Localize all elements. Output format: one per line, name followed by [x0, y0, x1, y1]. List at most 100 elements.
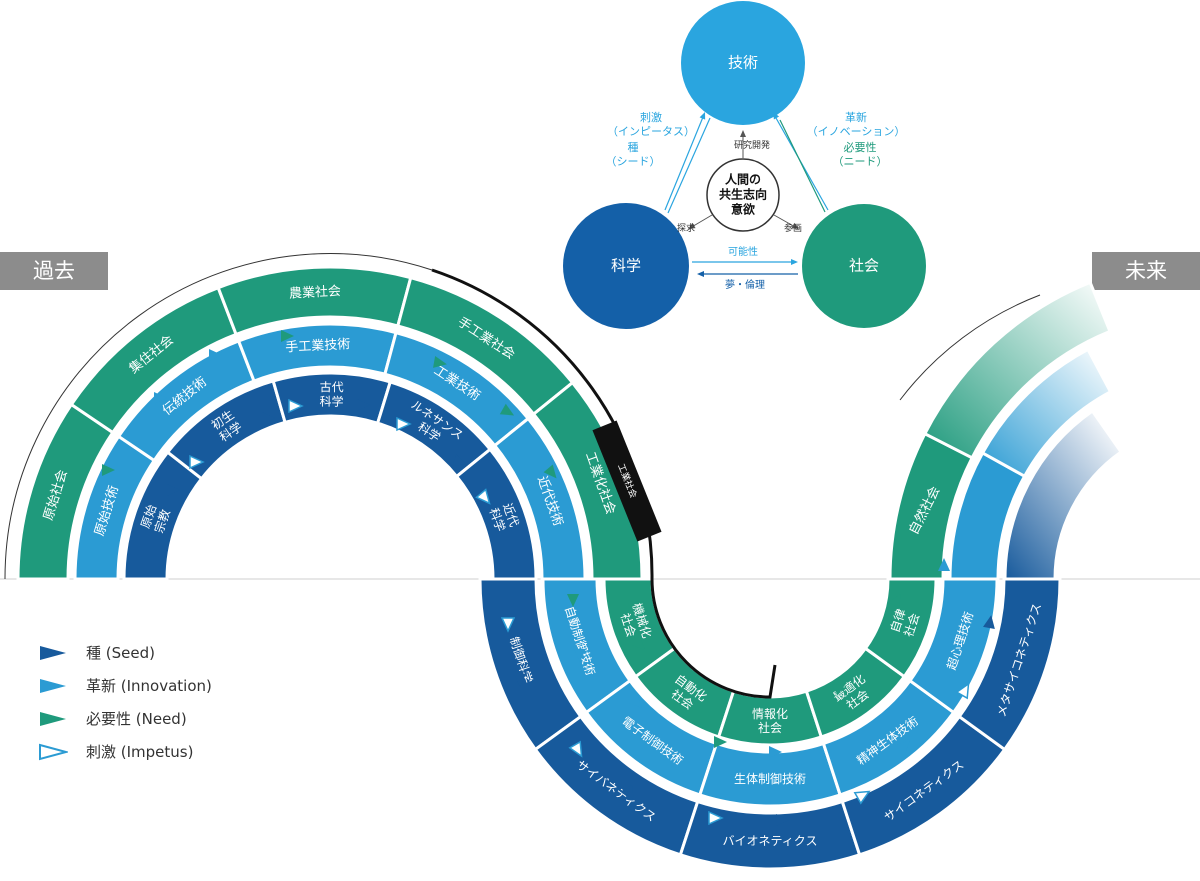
need-label: （ニード）	[833, 155, 888, 168]
arrow-head-icon	[791, 222, 799, 229]
flow-arrow-icon	[167, 484, 180, 496]
flow-arrow-icon	[574, 649, 586, 662]
flow-arrow-icon	[938, 558, 950, 571]
possibility-label: 可能性	[728, 245, 758, 258]
fade-science	[1005, 411, 1122, 579]
flow-arrow-icon	[896, 740, 910, 754]
flow-arrow-icon	[154, 392, 167, 404]
fade-society	[922, 280, 1112, 460]
flow-arrow-icon	[567, 594, 579, 607]
arrow-head-icon	[740, 130, 746, 137]
triangle-group: 技術科学社会人間の共生志向意欲刺激（インピータス）種（シード）革新（イノベーショ…	[563, 1, 926, 329]
society-circle: 社会	[802, 204, 926, 328]
legend-triangle-icon	[39, 743, 68, 760]
future-label: 未来	[1092, 252, 1200, 290]
flow-arrow-icon	[102, 464, 115, 476]
legend-item: 種 (Seed)	[38, 636, 212, 669]
need-label: 必要性	[844, 140, 877, 154]
society-left-3: 手工業社会	[395, 275, 575, 417]
flow-arrow-icon	[209, 349, 222, 361]
legend-triangle-icon	[40, 645, 66, 660]
rings-group: 原始社会原始技術集住社会伝統技術農業社会手工業技術手工業社会工業技術工業化社会近…	[4, 253, 1062, 871]
flow-arrow-icon	[776, 814, 789, 826]
flow-arrow-icon	[628, 694, 642, 708]
science-circle: 科学	[563, 203, 689, 329]
society-bottom-2-label: 情報化社会	[752, 706, 788, 734]
society-circle-label: 社会	[849, 257, 879, 275]
legend-label: 革新 (Innovation)	[86, 677, 212, 695]
impetus-label: （インピータス）	[607, 125, 695, 138]
arrow-head-icon	[688, 222, 696, 229]
technology-circle: 技術	[681, 1, 805, 125]
science-bottom-2: バイオネティクス	[678, 799, 862, 871]
flow-arrow-icon	[500, 617, 516, 633]
society-right-0: 自然社会	[888, 431, 975, 581]
flow-arrow-icon	[281, 330, 294, 342]
flow-arrow-icon	[288, 398, 304, 414]
flow-arrow-icon	[708, 810, 724, 826]
plan-label: 参画	[784, 222, 802, 234]
legend-triangle-icon	[40, 711, 66, 726]
science-left-0-label: 原始宗教	[138, 503, 173, 535]
flow-arrow-icon	[433, 356, 447, 368]
industrial-society-band: 工業社会	[431, 268, 1041, 699]
science-bottom-2-label: バイオネティクス	[723, 834, 818, 848]
fade-tech	[980, 347, 1113, 479]
explore-label: 探求	[677, 222, 695, 234]
flow-arrow-icon	[499, 403, 515, 416]
society-bottom-4: 自律社会	[863, 577, 938, 679]
legend-label: 刺激 (Impetus)	[86, 743, 194, 761]
society-bottom-4-label: 自律社会	[887, 607, 921, 639]
flow-arrow-icon	[568, 740, 583, 758]
science-left-1: 初生科学	[165, 379, 287, 481]
tech-bottom-2-label: 生体制御技術	[734, 771, 806, 786]
center-label: 共生志向	[719, 187, 767, 202]
society-bottom-2: 情報化社会	[716, 689, 824, 747]
science-circle-label: 科学	[611, 257, 641, 275]
science-bottom-3: サイコネティクス	[840, 714, 1007, 857]
tech-bottom-0: 自動制御技術	[541, 577, 633, 715]
flow-arrow-icon	[396, 416, 412, 432]
past-label: 過去	[0, 252, 108, 290]
society-left-1: 集住社会	[69, 285, 239, 435]
flow-arrow-icon	[769, 746, 782, 758]
flow-arrow-icon	[983, 615, 995, 629]
innovation-label: （イノベーション）	[807, 125, 906, 138]
legend-item: 必要性 (Need)	[38, 702, 212, 735]
legend-label: 必要性 (Need)	[86, 710, 187, 728]
dream-ethics-label: 夢・倫理	[725, 278, 765, 291]
tech-bottom-1: 電子制御技術	[584, 678, 719, 797]
tech-left-0: 原始技術	[73, 434, 157, 581]
arrow-head-icon	[772, 112, 780, 120]
legend-item: 革新 (Innovation)	[38, 669, 212, 702]
society-bottom-3: 最適化社会	[804, 646, 907, 739]
future-fade-group	[922, 280, 1122, 579]
center-label: 人間の	[725, 172, 761, 187]
flow-arrow-icon	[955, 682, 970, 700]
science-left-2-label: 古代科学	[319, 379, 343, 409]
tech-left-2-label: 手工業技術	[285, 336, 351, 355]
society-left-2: 農業社会	[216, 265, 413, 337]
legend: 種 (Seed) 革新 (Innovation) 必要性 (Need) 刺激 (Imp…	[38, 636, 212, 768]
flow-arrow-icon	[631, 636, 645, 650]
arrow-head-icon	[791, 259, 798, 265]
flow-arrow-icon	[475, 488, 491, 505]
impetus-label: 刺激	[640, 110, 662, 124]
seed-label: （シード）	[606, 155, 661, 168]
flow-arrow-icon	[543, 464, 557, 479]
rnd-label: 研究開発	[734, 139, 770, 151]
legend-label: 種 (Seed)	[86, 644, 155, 662]
flow-arrow-icon	[621, 784, 634, 800]
science-left-2: 古代科学	[271, 371, 393, 425]
flow-arrow-icon	[888, 593, 901, 609]
society-bottom-1-label: 自動化社会	[664, 671, 710, 715]
innovation-label: 革新	[845, 110, 867, 124]
flow-arrow-icon	[262, 412, 275, 424]
center-label: 意欲	[731, 202, 755, 217]
flow-arrow-icon	[514, 674, 526, 687]
flow-arrow-icon	[452, 454, 467, 466]
flow-arrow-icon	[357, 399, 370, 411]
tech-left-2: 手工業技術	[236, 322, 398, 384]
